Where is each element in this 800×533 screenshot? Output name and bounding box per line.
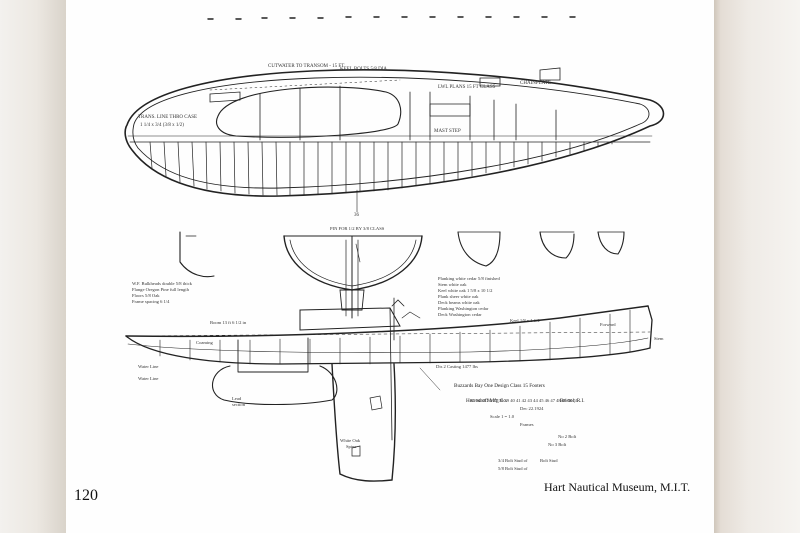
svg-text:5/8 Bolt Stud of: 5/8 Bolt Stud of <box>498 466 528 471</box>
svg-text:Spine: Spine <box>346 444 356 449</box>
svg-text:Coaming: Coaming <box>196 340 214 345</box>
svg-text:Dis 2 Casting 1477 lbs: Dis 2 Casting 1477 lbs <box>436 364 478 369</box>
svg-text:Plank sheer white oak: Plank sheer white oak <box>438 294 479 299</box>
svg-text:Water Line: Water Line <box>138 364 158 369</box>
svg-text:Deck beams white oak: Deck beams white oak <box>438 300 480 305</box>
svg-text:No 3 Bolt: No 3 Bolt <box>548 442 567 447</box>
svg-text:MAST STEP: MAST STEP <box>434 129 461 134</box>
svg-text:CUTWATER TO TRANSOM - 15 FT: CUTWATER TO TRANSOM - 15 FT <box>268 64 344 69</box>
svg-text:Stem white oak: Stem white oak <box>438 282 467 287</box>
svg-text:Lead: Lead <box>232 396 242 401</box>
body-sections <box>179 231 625 319</box>
svg-text:Planking white cedar 5/8 finis: Planking white cedar 5/8 finished <box>438 276 500 281</box>
book-left-page-edge <box>0 0 66 533</box>
svg-text:Keel 1/8 x 1 1/4: Keel 1/8 x 1 1/4 <box>510 318 540 323</box>
svg-text:Frame spacing 6 1/4: Frame spacing 6 1/4 <box>132 299 170 304</box>
svg-text:1 1/4 x 3/4 (3/8 x 1/2): 1 1/4 x 3/4 (3/8 x 1/2) <box>140 123 184 128</box>
svg-text:Dec 22.1924: Dec 22.1924 <box>520 406 544 411</box>
svg-text:section: section <box>232 402 246 407</box>
top-margin-marks <box>207 16 576 20</box>
svg-text:Boom 13 ft 6 1/2 in: Boom 13 ft 6 1/2 in <box>210 320 247 325</box>
book-right-page-edge <box>714 0 800 533</box>
svg-text:Forward: Forward <box>600 322 616 327</box>
svg-text:No 2 Bolt: No 2 Bolt <box>558 434 577 439</box>
svg-text:White Oak: White Oak <box>340 438 361 443</box>
plan-place-text: Bristol, R.I. <box>560 398 585 404</box>
svg-text:Stem: Stem <box>654 336 664 341</box>
svg-text:Deck Washington cedar: Deck Washington cedar <box>438 312 482 317</box>
profile-plan <box>125 297 653 482</box>
svg-text:32 34 35 36 37 38 39 40 41 42: 32 34 35 36 37 38 39 40 41 42 43 44 45 4… <box>470 398 579 403</box>
image-credit: Hart Nautical Museum, M.I.T. <box>544 480 691 494</box>
plan-builder-text: Herreshoff Mfg Co. <box>466 397 507 404</box>
svg-text:Flange Oregon Pine full length: Flange Oregon Pine full length <box>132 287 190 292</box>
svg-text:W.F. Bulkheads double 5/8 thic: W.F. Bulkheads double 5/8 thick <box>132 281 193 286</box>
book-page <box>66 0 714 533</box>
svg-text:CHAINPLATE: CHAINPLATE <box>520 81 551 86</box>
svg-text:Keel white oak 1 5/8 x 10 1/2: Keel white oak 1 5/8 x 10 1/2 <box>438 288 493 293</box>
svg-text:36: 36 <box>354 213 360 218</box>
svg-text:Frames: Frames <box>520 422 534 427</box>
svg-text:3/4 Bolt Stud of: 3/4 Bolt Stud of <box>498 458 528 463</box>
svg-text:Water Line: Water Line <box>138 376 158 381</box>
svg-text:LWL PLANS 15 FT CLASS: LWL PLANS 15 FT CLASS <box>438 85 496 90</box>
plan-title-text: Buzzards Bay One Design Class 15 Footers <box>454 383 545 389</box>
svg-text:Scale 1 = 1.0: Scale 1 = 1.0 <box>490 414 515 419</box>
svg-text:KEEL BOLTS 5/8 DIA: KEEL BOLTS 5/8 DIA <box>340 67 387 72</box>
page-number: 120 <box>74 487 98 504</box>
deck-plan <box>124 67 665 213</box>
svg-text:Bolt Stud: Bolt Stud <box>540 458 558 463</box>
svg-text:PIN FOR 1/2 BY 3/8 CLASS: PIN FOR 1/2 BY 3/8 CLASS <box>330 226 385 231</box>
svg-text:Floors 5/8 Oak: Floors 5/8 Oak <box>132 293 160 298</box>
svg-text:Planking Washington cedar: Planking Washington cedar <box>438 306 489 311</box>
svg-text:TRANS. LINE THRO CASE: TRANS. LINE THRO CASE <box>138 115 197 120</box>
